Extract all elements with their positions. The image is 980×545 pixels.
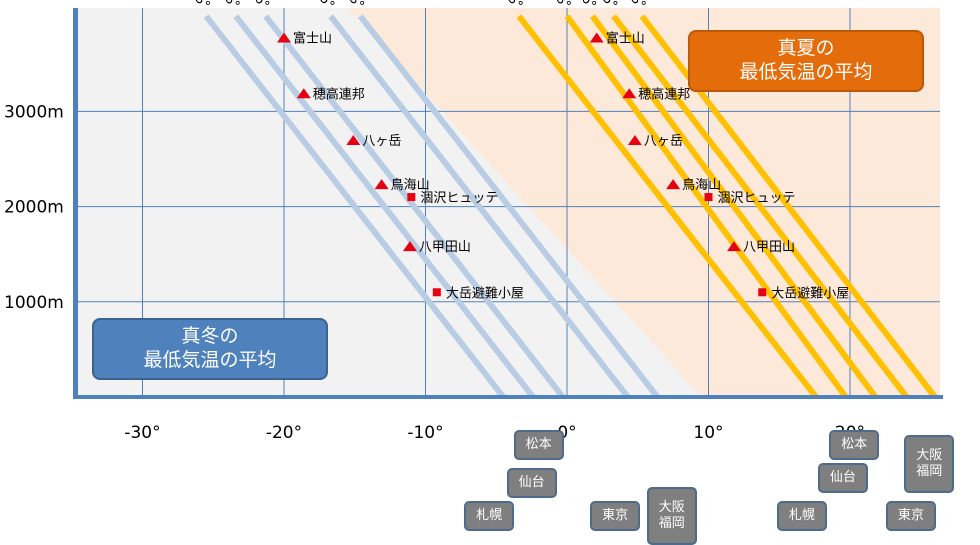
winter-mountain-marker — [374, 179, 389, 190]
summer-hut-marker — [704, 193, 713, 202]
summer-mountain-marker — [627, 134, 642, 145]
summer-mountain-label: 富士山 — [606, 31, 645, 47]
winter-mountain-label: 鳥海山 — [391, 178, 430, 193]
winter-hut-marker — [407, 193, 416, 202]
winter-city-label: 仙台 — [506, 467, 557, 498]
winter-title-line-2: 最低気温の平均 — [143, 349, 277, 371]
y-tick-label: 3000m — [4, 102, 64, 122]
winter-city-label: 大阪福岡 — [646, 487, 697, 545]
winter-mountain-marker — [296, 88, 311, 99]
summer-mountain-label: 八ヶ岳 — [644, 134, 683, 149]
winter-mountain-marker — [346, 134, 361, 145]
summer-latitude-line — [516, 14, 819, 399]
summer-latitude-line — [564, 14, 849, 399]
mountain-markers — [277, 32, 767, 297]
winter-city-label: 松本 — [513, 429, 564, 460]
winter-mountain-marker — [277, 32, 291, 43]
summer-mountain-marker — [666, 179, 681, 190]
x-tick-label: 10° — [693, 423, 723, 443]
summer-mountain-marker — [622, 88, 637, 99]
winter-city-label: 札幌 — [464, 501, 515, 531]
summer-title-line-2: 最低気温の平均 — [739, 61, 873, 83]
x-tick-label: -10° — [407, 423, 443, 443]
winter-mountain-label: 八ヶ岳 — [362, 134, 401, 149]
summer-hut-marker — [758, 288, 767, 297]
summer-city-label: 東京 — [885, 501, 936, 531]
summer-mountain-label: 大岳避難小屋 — [771, 286, 849, 301]
winter-city-label: 東京 — [590, 501, 641, 531]
x-tick-label: -20° — [266, 423, 302, 443]
summer-city-label: 松本 — [829, 429, 880, 460]
y-tick-label: 2000m — [4, 198, 64, 218]
winter-mountain-label: 富士山 — [293, 31, 332, 47]
winter-mountain-label: 穂高連邦 — [313, 86, 365, 102]
summer-city-label: 大阪福岡 — [904, 434, 955, 493]
winter-mountain-label: 大岳避難小屋 — [446, 286, 524, 301]
winter-latitude-line — [233, 14, 536, 399]
winter-title-box: 真冬の 最低気温の平均 — [92, 318, 328, 380]
winter-latitude-line — [203, 14, 506, 399]
summer-city-label: 札幌 — [776, 501, 827, 531]
y-tick-label: 1000m — [4, 293, 64, 313]
summer-mountain-label: 鳥海山 — [682, 178, 721, 193]
summer-latitude-line — [590, 14, 878, 399]
summer-region — [348, 8, 940, 395]
summer-mountain-label: 涸沢ヒュッテ — [718, 191, 796, 206]
y-axis — [73, 8, 78, 397]
summer-mountain-label: 八甲田山 — [743, 240, 795, 255]
winter-mountain-marker — [402, 241, 417, 252]
winter-mountain-label: 八甲田山 — [419, 240, 471, 255]
x-axis — [73, 395, 943, 399]
summer-title-box: 真夏の 最低気温の平均 — [688, 30, 924, 92]
winter-hut-marker — [432, 288, 441, 297]
winter-title-line-1: 真冬の — [181, 325, 239, 348]
winter-latitude-line — [263, 14, 566, 399]
winter-latitude-line — [358, 14, 660, 399]
summer-city-label: 仙台 — [817, 462, 868, 493]
summer-latitude-line — [611, 14, 909, 399]
summer-mountain-marker — [589, 32, 604, 43]
summer-mountain-marker — [726, 241, 741, 252]
winter-mountain-label: 涸沢ヒュッテ — [420, 191, 498, 206]
x-tick-label: -30° — [124, 423, 160, 443]
axes — [73, 8, 943, 399]
summer-title-line-1: 真夏の — [777, 37, 835, 60]
winter-latitude-line — [328, 14, 631, 399]
summer-mountain-label: 穂高連邦 — [638, 86, 690, 102]
